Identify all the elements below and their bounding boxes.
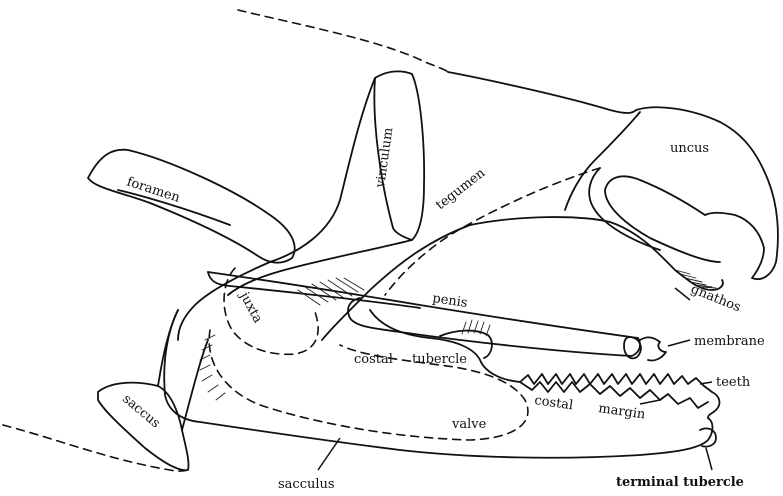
label-sacculus: sacculus bbox=[278, 477, 335, 492]
tegumen-outline bbox=[448, 72, 778, 279]
label-tegumen: tegumen bbox=[433, 165, 488, 213]
label-costal-margin-1: costal bbox=[533, 393, 574, 413]
sacculus-arrow bbox=[318, 438, 340, 470]
foramen-outline bbox=[88, 150, 295, 263]
membrane-arrow bbox=[668, 340, 690, 346]
label-teeth: teeth bbox=[716, 375, 751, 390]
penis-outline bbox=[208, 272, 640, 356]
valve-upper-edge bbox=[370, 310, 520, 382]
label-valve: valve bbox=[451, 417, 487, 432]
membrane-shape bbox=[640, 337, 666, 360]
costal-margin-teeth bbox=[520, 374, 712, 392]
label-saccus: saccus bbox=[119, 392, 162, 432]
body-outline-bottom bbox=[3, 425, 192, 471]
gnathos-arrow bbox=[675, 288, 690, 300]
vinculum-left-edge bbox=[270, 78, 375, 262]
valve-tip bbox=[708, 392, 719, 418]
label-gnathos: gnathos bbox=[689, 282, 743, 316]
valve-outline bbox=[164, 310, 712, 458]
terminal-tubercle-arrow bbox=[706, 448, 712, 470]
label-terminal-tubercle: terminal tubercle bbox=[616, 475, 744, 490]
label-costal-tubercle-2: tubercle bbox=[412, 352, 467, 367]
label-juxta: juxta bbox=[236, 288, 266, 326]
body-outline-top bbox=[238, 10, 448, 72]
label-foramen: foramen bbox=[125, 175, 183, 206]
teeth-arrow bbox=[700, 382, 712, 384]
label-uncus: uncus bbox=[670, 141, 709, 156]
label-costal-margin-2: margin bbox=[597, 401, 646, 423]
uncus-inner-curve bbox=[605, 176, 720, 262]
valve-hatching bbox=[200, 335, 225, 400]
label-membrane: membrane bbox=[694, 334, 765, 349]
tegumen-lower-arm bbox=[322, 225, 470, 340]
label-costal-tubercle-1: costal bbox=[354, 352, 393, 367]
costal-margin-arrow bbox=[640, 400, 660, 404]
tegumen-inner bbox=[565, 112, 640, 210]
